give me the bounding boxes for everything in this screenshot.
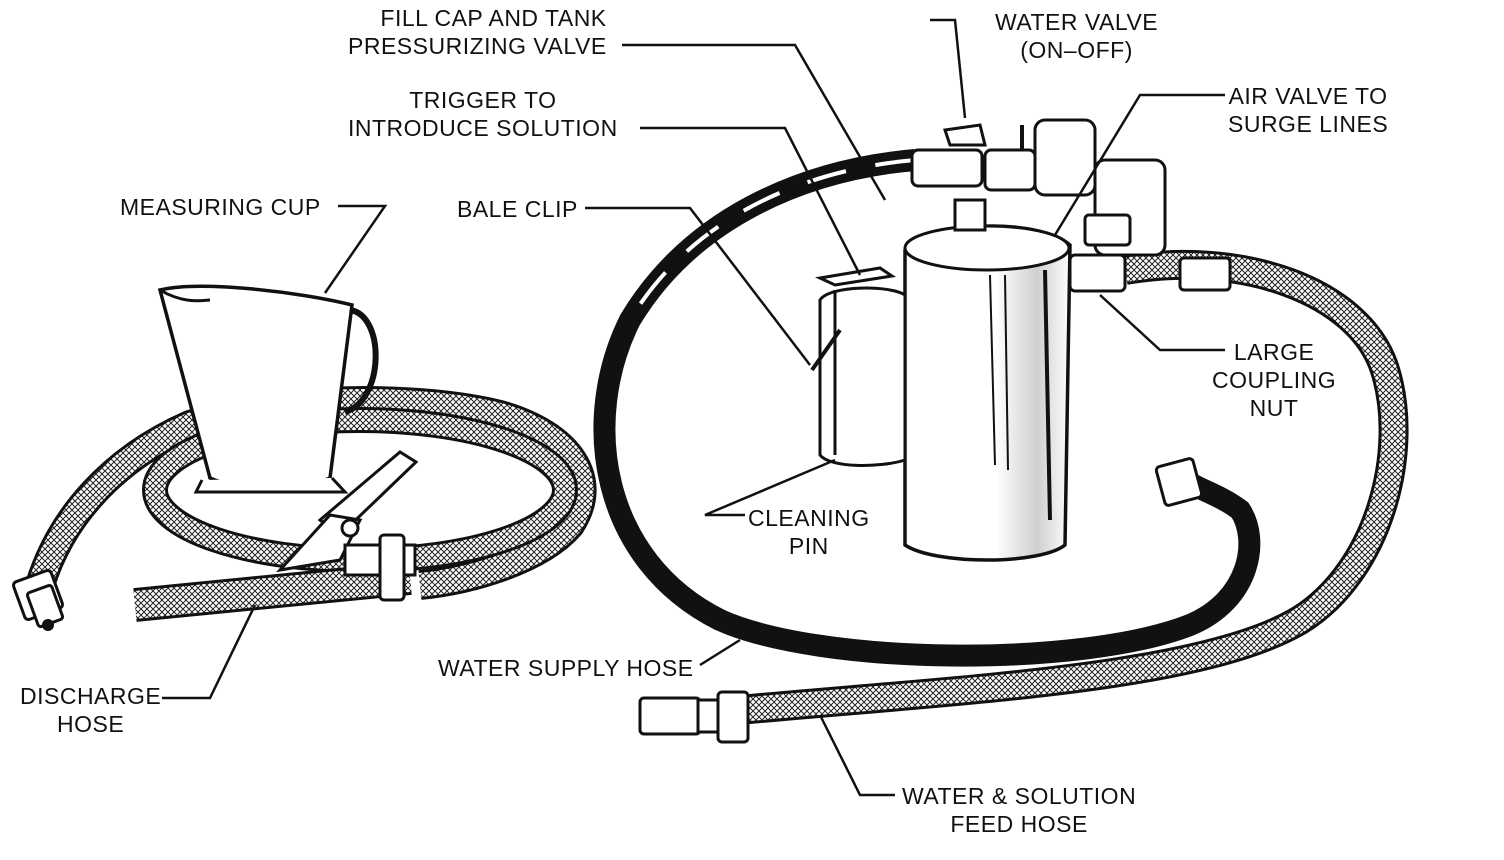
label-fill-cap-line-1: FILL CAP AND TANK bbox=[380, 5, 607, 31]
label-bale-clip: BALE CLIP bbox=[457, 195, 578, 223]
label-discharge-hose-line-2: HOSE bbox=[57, 711, 125, 737]
label-cleaning-pin-line-1: CLEANING bbox=[748, 505, 870, 531]
leader-lines bbox=[162, 18, 1225, 797]
label-trigger: TRIGGER TO INTRODUCE SOLUTION bbox=[348, 86, 618, 142]
label-feed-hose: WATER & SOLUTION FEED HOSE bbox=[902, 782, 1136, 838]
label-water-supply-hose-text: WATER SUPPLY HOSE bbox=[438, 655, 694, 681]
label-cleaning-pin-line-2: PIN bbox=[788, 533, 829, 559]
label-water-valve-line-1: WATER VALVE bbox=[995, 9, 1159, 35]
label-large-coupling-nut-line-2: COUPLING bbox=[1212, 367, 1337, 393]
label-bale-clip-text: BALE CLIP bbox=[457, 196, 578, 222]
label-measuring-cup-text: MEASURING CUP bbox=[120, 194, 321, 220]
label-feed-hose-line-2: FEED HOSE bbox=[950, 811, 1088, 837]
label-large-coupling-nut: LARGE COUPLING NUT bbox=[1212, 338, 1336, 422]
label-measuring-cup: MEASURING CUP bbox=[120, 193, 321, 221]
label-trigger-line-1: TRIGGER TO bbox=[409, 87, 557, 113]
label-water-valve: WATER VALVE (ON–OFF) bbox=[995, 8, 1158, 64]
water-supply-hose bbox=[593, 149, 1261, 667]
label-air-valve: AIR VALVE TO SURGE LINES bbox=[1228, 82, 1388, 138]
label-water-supply-hose: WATER SUPPLY HOSE bbox=[438, 654, 694, 682]
label-fill-cap: FILL CAP AND TANK PRESSURIZING VALVE bbox=[348, 4, 607, 60]
label-feed-hose-line-1: WATER & SOLUTION bbox=[902, 783, 1137, 809]
label-air-valve-line-2: SURGE LINES bbox=[1228, 111, 1389, 137]
measuring-cup bbox=[157, 284, 379, 494]
label-fill-cap-line-2: PRESSURIZING VALVE bbox=[348, 33, 607, 59]
label-discharge-hose-line-1: DISCHARGE bbox=[20, 683, 162, 709]
label-large-coupling-nut-line-1: LARGE bbox=[1233, 339, 1315, 365]
solution-tank bbox=[810, 118, 1232, 562]
label-trigger-line-2: INTRODUCE SOLUTION bbox=[348, 115, 618, 141]
feed-hose bbox=[638, 249, 1409, 744]
label-discharge-hose: DISCHARGE HOSE bbox=[20, 682, 161, 738]
label-water-valve-line-2: (ON–OFF) bbox=[1020, 37, 1133, 63]
label-air-valve-line-1: AIR VALVE TO bbox=[1228, 83, 1388, 109]
discharge-gun bbox=[275, 450, 419, 602]
label-large-coupling-nut-line-3: NUT bbox=[1249, 395, 1299, 421]
label-cleaning-pin: CLEANING PIN bbox=[748, 504, 870, 560]
